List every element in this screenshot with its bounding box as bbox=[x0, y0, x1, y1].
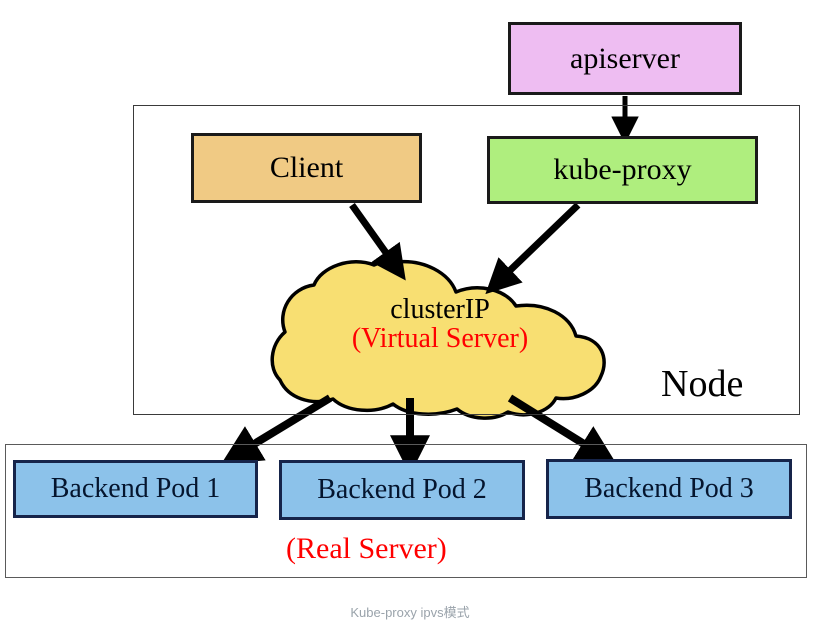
apiserver-label: apiserver bbox=[570, 41, 680, 75]
node-container-box bbox=[133, 105, 800, 415]
node-label: Node bbox=[661, 363, 744, 405]
backend-pod-3-label: Backend Pod 3 bbox=[584, 473, 754, 504]
edge-kube-proxy-to-clusterip bbox=[485, 202, 581, 295]
real-server-label: (Real Server) bbox=[286, 532, 447, 565]
client-label: Client bbox=[269, 151, 344, 184]
clusterip-cloud-shape bbox=[270, 259, 606, 420]
edge-clusterip-to-pod-1 bbox=[221, 394, 333, 465]
client-box[interactable]: Client bbox=[191, 133, 422, 203]
backend-pod-1-box[interactable]: Backend Pod 1 bbox=[13, 460, 258, 518]
apiserver-box[interactable]: apiserver bbox=[508, 22, 742, 95]
edge-client-to-clusterip bbox=[349, 202, 406, 281]
backend-pod-3-box[interactable]: Backend Pod 3 bbox=[546, 459, 792, 519]
figure-caption: Kube-proxy ipvs模式 bbox=[350, 605, 470, 620]
backend-pod-2-label: Backend Pod 2 bbox=[317, 474, 487, 505]
backend-pod-2-box[interactable]: Backend Pod 2 bbox=[279, 460, 525, 520]
kube-proxy-box[interactable]: kube-proxy bbox=[487, 136, 758, 204]
kube-proxy-label: kube-proxy bbox=[553, 153, 692, 186]
backend-pod-1-label: Backend Pod 1 bbox=[50, 473, 221, 504]
edge-clusterip-to-pod-3 bbox=[507, 394, 617, 465]
real-server-container-box bbox=[5, 444, 807, 578]
